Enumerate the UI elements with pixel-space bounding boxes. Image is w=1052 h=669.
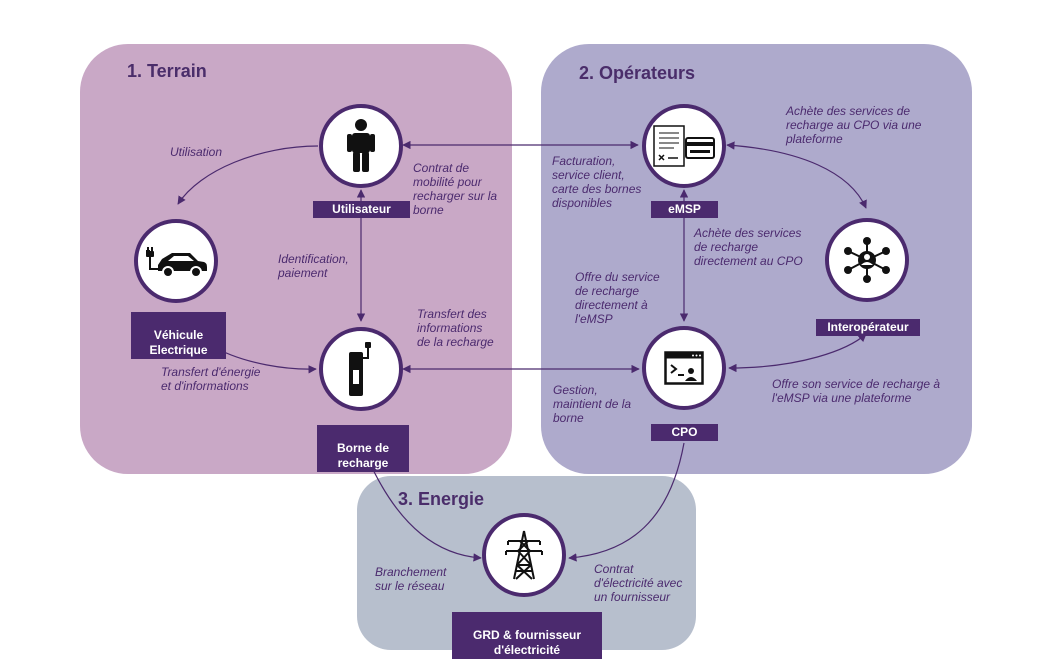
label-grd: GRD & fournisseur d'électricité [452, 612, 602, 659]
link-cpo-interop [728, 333, 867, 373]
charging-station-icon [349, 342, 371, 396]
label-utilisateur: Utilisateur [313, 201, 410, 218]
note-facturation: Facturation, service client, carte des b… [552, 154, 642, 210]
label-borne: Borne de recharge [317, 425, 409, 472]
note-achete-plateforme: Achète des services de recharge au CPO v… [786, 104, 922, 146]
link-emsp-interop [726, 141, 867, 209]
label-borne-text: Borne de recharge [336, 441, 389, 470]
note-transfert-energie: Transfert d'énergie et d'informations [161, 365, 261, 393]
note-utilisation: Utilisation [170, 145, 223, 159]
node-emsp [642, 104, 726, 188]
note-achete-direct: Achète des services de recharge directem… [694, 226, 803, 268]
power-pylon-icon [505, 530, 543, 580]
note-gestion: Gestion, maintient de la borne [553, 383, 632, 425]
node-cpo [642, 326, 726, 410]
label-grd-text: GRD & fournisseur d'électricité [472, 628, 581, 657]
note-offre-direct: Offre du service de recharge directement… [575, 270, 660, 326]
invoice-card-icon [653, 125, 715, 167]
note-transfert-informations: Transfert des informations de la recharg… [417, 307, 494, 349]
label-vehicule-text: Véhicule Electrique [149, 328, 208, 357]
node-borne [319, 327, 403, 411]
node-grd [482, 513, 566, 597]
node-vehicule [134, 219, 218, 303]
label-cpo: CPO [651, 424, 718, 441]
note-branchement: Branchement sur le réseau [375, 565, 447, 593]
zone-title-terrain: 1. Terrain [127, 61, 207, 81]
electric-car-icon [146, 247, 207, 278]
terminal-window-icon [664, 351, 704, 385]
node-utilisateur [319, 104, 403, 188]
node-interoperateur [825, 218, 909, 302]
note-offre-plateforme: Offre son service de recharge à l'eMSP v… [772, 377, 941, 405]
person-icon [347, 119, 375, 172]
network-hub-icon [844, 237, 890, 283]
note-identification: Identification, paiement [278, 252, 349, 280]
note-contrat-mobilite: Contrat de mobilité pour recharger sur l… [413, 161, 498, 217]
zone-title-energie: 3. Energie [398, 489, 485, 509]
link-cpo-grd [568, 442, 685, 562]
link-utilisateur-vehicule [177, 145, 319, 205]
label-vehicule: Véhicule Electrique [131, 312, 226, 359]
label-interoperateur: Interopérateur [816, 319, 920, 336]
note-contrat-electricite: Contrat d'électricité avec un fournisseu… [594, 562, 683, 604]
link-borne-grd [367, 458, 482, 562]
zone-title-operateurs: 2. Opérateurs [579, 63, 696, 83]
label-emsp: eMSP [651, 201, 718, 218]
